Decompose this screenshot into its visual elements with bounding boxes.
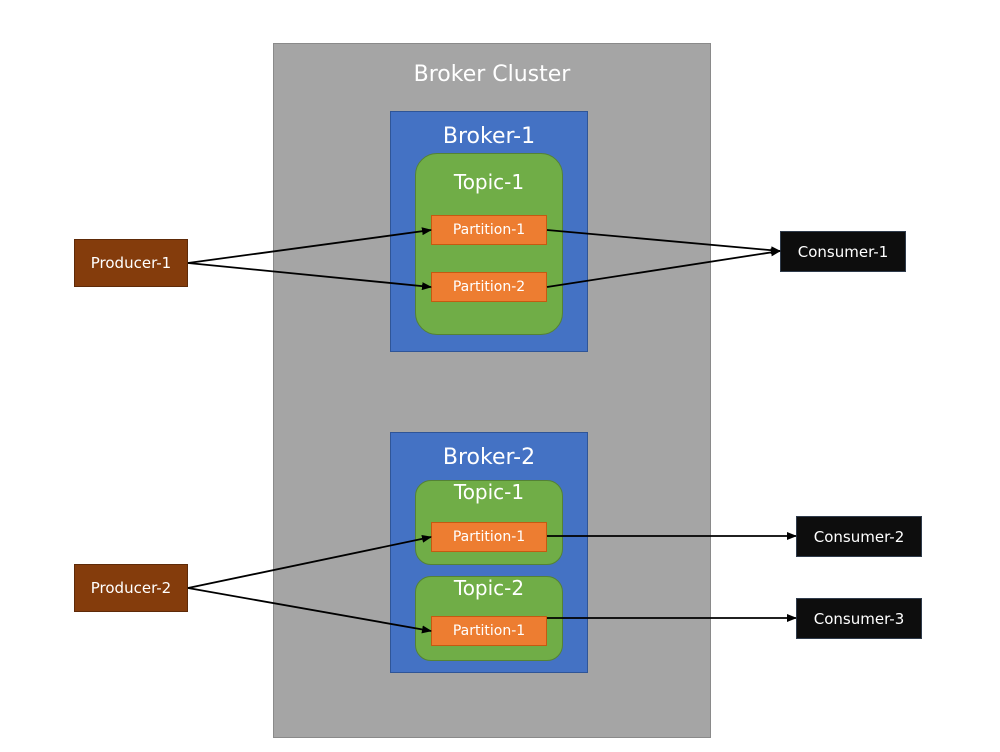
broker-1-topic-1-partition-1: Partition-1 bbox=[431, 215, 547, 245]
arrow-producer-1-to-b1-partition-1 bbox=[187, 227, 432, 264]
broker-1-topic-1-title: Topic-1 bbox=[453, 170, 525, 194]
broker-2-topic-2-title: Topic-2 bbox=[453, 576, 525, 600]
broker-2-topic-1-title: Topic-1 bbox=[453, 480, 525, 504]
broker-2-topic-2-partition-1: Partition-1 bbox=[431, 616, 547, 646]
consumer-2: Consumer-2 bbox=[796, 516, 922, 557]
arrow-b1-partition-2-to-consumer-1 bbox=[546, 248, 781, 288]
consumer-3: Consumer-3 bbox=[796, 598, 922, 639]
broker-1-title: Broker-1 bbox=[442, 124, 536, 149]
arrow-producer-2-to-b2-topic-2-partition-1 bbox=[187, 587, 432, 634]
arrow-b1-partition-1-to-consumer-1 bbox=[546, 229, 781, 255]
arrow-producer-1-to-b1-partition-2 bbox=[187, 262, 432, 291]
producer-2: Producer-2 bbox=[74, 564, 188, 612]
broker-2-title: Broker-2 bbox=[442, 445, 536, 470]
broker-1-topic-1-partition-2: Partition-2 bbox=[431, 272, 547, 302]
broker-2-topic-1-partition-1: Partition-1 bbox=[431, 522, 547, 552]
arrow-producer-2-to-b2-topic-1-partition-1 bbox=[187, 534, 432, 589]
broker-cluster-title: Broker Cluster bbox=[413, 62, 571, 87]
producer-1: Producer-1 bbox=[74, 239, 188, 287]
